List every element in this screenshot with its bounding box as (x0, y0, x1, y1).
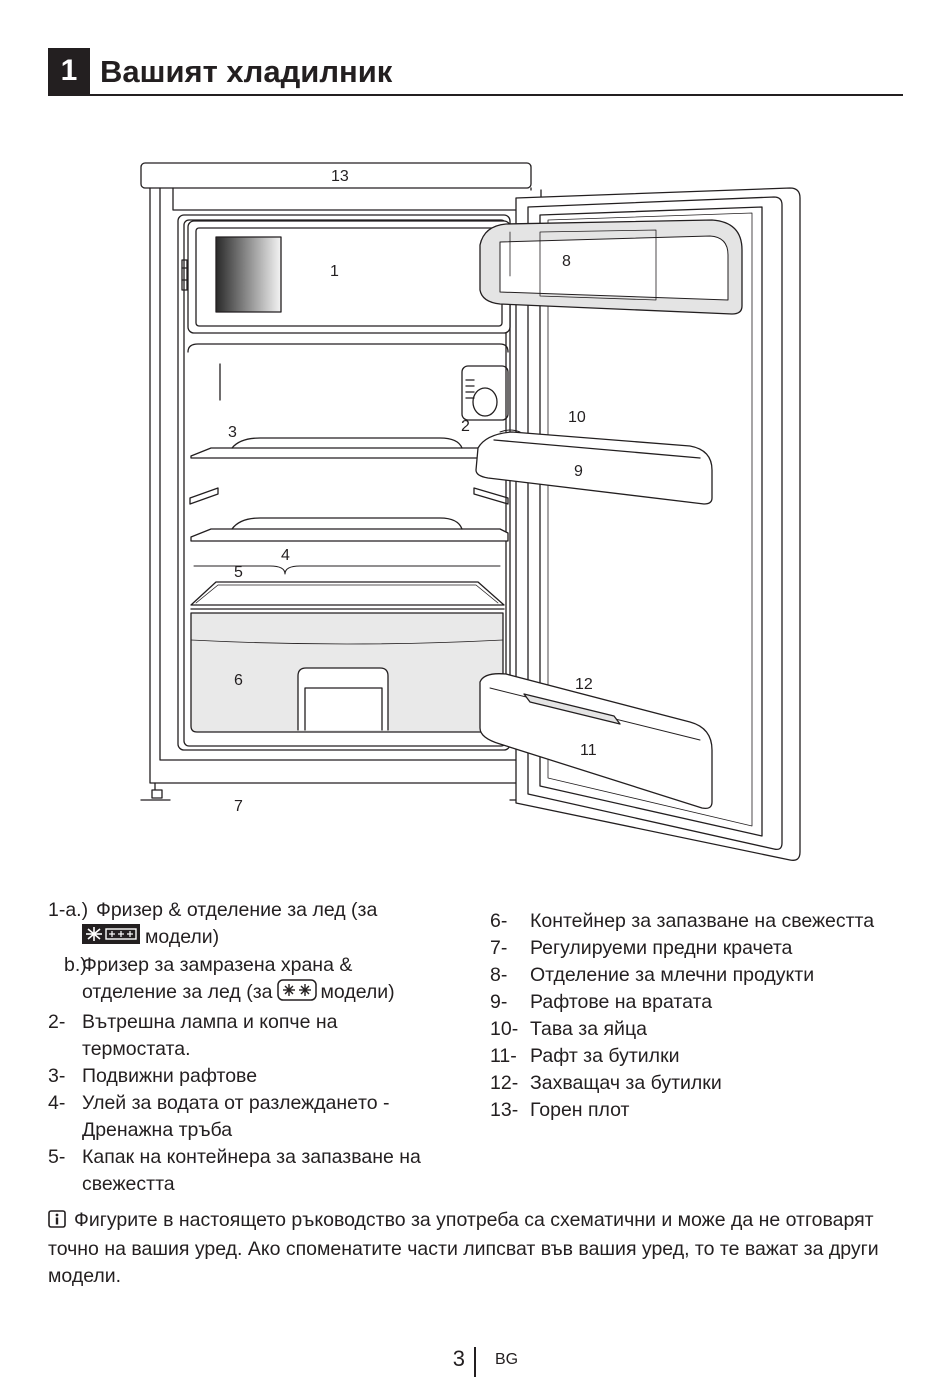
legend-item-4: 4- Улей за водата от разлежданeто - (48, 1090, 468, 1117)
page-footer: 3 BG (0, 1345, 950, 1385)
legend-text: свежестта (82, 1173, 175, 1195)
door (515, 187, 801, 861)
legend-number: 7- (490, 937, 508, 959)
legend-text: Фризер & отделение за лед (за (96, 899, 378, 921)
callout-6: 6 (234, 672, 243, 689)
legend-item-5: 5- Капак на контейнера за запазване на (48, 1144, 468, 1171)
callout-12: 12 (575, 676, 593, 693)
legend-text: Рафтове на вратата (530, 991, 713, 1013)
bottle-holder (523, 693, 621, 725)
legend-item-13: 13- Горен плот (490, 1097, 910, 1124)
top-worktop (140, 162, 532, 189)
legend-item-1a: 1-a.) Фризер & отделение за лед (за (48, 897, 468, 924)
legend-item-11: 11- Рафт за бутилки (490, 1043, 910, 1070)
legend-text: Фризер за замразена храна & (82, 954, 353, 976)
legend-item-10: 10- Тава за яйца (490, 1016, 910, 1043)
callout-3: 3 (228, 424, 237, 441)
legend-text: Регулируеми предни крачета (530, 937, 793, 959)
legend-text: Рафт за бутилки (530, 1045, 680, 1067)
legend-number: 10- (490, 1018, 519, 1040)
legend-text: термостата. (82, 1038, 191, 1060)
legend-item-1a-cont: модели) (48, 924, 468, 952)
cabinet-outline (149, 187, 542, 784)
feet (140, 782, 541, 801)
callout-4: 4 (281, 547, 290, 564)
callout-10: 10 (568, 409, 586, 426)
legend-item-6: 6- Контейнер за запазване на свежестта (490, 908, 910, 935)
legend-text: Тава за яйца (530, 1018, 647, 1040)
freezer-rating-icon (82, 924, 140, 952)
bottle-shelf (479, 673, 713, 810)
drain-channel (193, 565, 501, 575)
legend-item-1b: b.) Фризер за замразена храна & (48, 952, 468, 979)
legend-number: 5- (48, 1146, 66, 1168)
legend-number: 6- (490, 910, 508, 932)
callout-11: 11 (580, 742, 597, 759)
legend-text: Улей за водата от разлежданeто - (82, 1092, 390, 1114)
section-number: 1 (48, 48, 90, 94)
section-header: 1 Вашият хладилник (48, 48, 903, 96)
callout-2: 2 (461, 418, 470, 435)
note: Фигурите в настоящето ръководство за упо… (48, 1207, 908, 1290)
legend-text: Контейнер за запазване на свежестта (530, 910, 875, 932)
legend-number: 13- (490, 1099, 519, 1121)
crisper-box (190, 612, 504, 733)
legend-item-2: 2- Вътрешна лампа и копче на (48, 1009, 468, 1036)
legend-text: модели) (320, 981, 395, 1003)
legend-number: 1-a.) (48, 899, 89, 921)
legend-text: отделение за лед (за (82, 981, 273, 1003)
legend-text: Горен плот (530, 1099, 630, 1121)
legend-number: b.) (64, 954, 87, 976)
legend-number: 12- (490, 1072, 519, 1094)
legend-item-5-cont: свежестта (48, 1171, 468, 1198)
footer-divider (474, 1347, 476, 1377)
page-number: 3 (452, 1346, 465, 1371)
two-star-freezer-icon (276, 979, 317, 1009)
legend-text: Вътрешна лампа и копче на (82, 1011, 338, 1033)
inner-liner (177, 214, 511, 751)
legend-left: 1-a.) Фризер & отделение за лед (за моде… (48, 897, 468, 1198)
legend-text: Дренажна тръба (82, 1119, 233, 1141)
thermostat (461, 365, 509, 421)
legend-item-12: 12- Захващач за бутилки (490, 1070, 910, 1097)
legend-text: Капак на контейнера за запазване на (82, 1146, 421, 1168)
legend-number: 8- (490, 964, 508, 986)
dairy-compartment (479, 219, 743, 315)
callout-5: 5 (234, 564, 243, 581)
callout-13: 13 (331, 168, 349, 185)
info-icon (48, 1209, 66, 1236)
legend-number: 11- (490, 1045, 517, 1067)
shelf-2 (190, 517, 509, 542)
legend-item-8: 8- Отделение за млечни продукти (490, 962, 910, 989)
legend-text: Захващач за бутилки (530, 1072, 722, 1094)
legend-item-1b-cont: отделение за лед (за модели) (48, 979, 468, 1009)
refrigerator-diagram: 13 1 8 10 2 3 9 4 5 6 12 11 7 (140, 162, 801, 861)
legend-number: 4- (48, 1092, 66, 1114)
callout-8: 8 (562, 253, 571, 270)
legend-item-9: 9- Рафтове на вратата (490, 989, 910, 1016)
lamp-panel (215, 236, 282, 313)
legend-item-2-cont: термостата. (48, 1036, 468, 1063)
crisper-cover (190, 581, 505, 610)
note-text: Фигурите в настоящето ръководство за упо… (48, 1209, 879, 1287)
legend-text: модели) (145, 926, 220, 948)
legend-number: 9- (490, 991, 508, 1013)
callout-7: 7 (234, 798, 243, 815)
language-code: BG (495, 1351, 519, 1368)
legend-item-7: 7- Регулируеми предни крачета (490, 935, 910, 962)
legend-text: Отделение за млечни продукти (530, 964, 815, 986)
legend-number: 3- (48, 1065, 66, 1087)
legend-text: Подвижни рафтове (82, 1065, 258, 1087)
shelf-1 (190, 437, 509, 459)
legend-item-3: 3- Подвижни рафтове (48, 1063, 468, 1090)
legend-number: 2- (48, 1011, 66, 1033)
callout-9: 9 (574, 463, 583, 480)
callout-1: 1 (330, 263, 339, 280)
legend-item-4-cont: Дренажна тръба (48, 1117, 468, 1144)
legend-right: 6- Контейнер за запазване на свежестта 7… (490, 908, 910, 1124)
door-shelf (475, 429, 713, 505)
page-title: Вашият хладилник (100, 54, 393, 89)
